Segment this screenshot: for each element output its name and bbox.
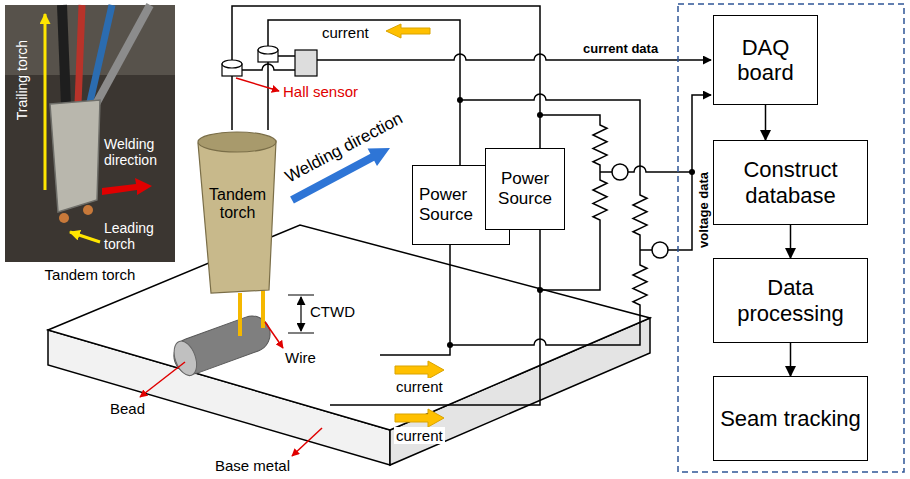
power-source-box: Power Source — [485, 148, 565, 230]
leader-line — [292, 428, 322, 456]
photo-background — [5, 5, 175, 75]
return-wire — [380, 245, 450, 355]
label-anchor: CTWD — [310, 303, 355, 320]
leader-line — [236, 78, 279, 91]
junction-dot — [537, 287, 543, 293]
current-label: current — [394, 427, 445, 444]
junction-dot — [457, 97, 463, 103]
photo-label: Trailing torch — [14, 40, 30, 120]
hall-sensor-symbol — [258, 46, 278, 54]
welding-wire — [238, 293, 242, 336]
node-label: Seam tracking — [720, 406, 861, 431]
part-label: Hall sensor — [283, 83, 358, 100]
process-box: Construct database — [713, 140, 868, 225]
signal-wire — [600, 171, 612, 173]
signal-label: current data — [583, 42, 658, 57]
label-anchor: Leading torch — [104, 220, 174, 252]
system-boundary — [678, 4, 904, 472]
sensor-module — [295, 50, 317, 76]
flow-arrow — [790, 343, 792, 376]
label-anchor: current data — [583, 41, 658, 57]
label-anchor: Welding direction — [282, 109, 406, 188]
photo-hose — [62, 5, 66, 105]
process-box: Seam tracking — [713, 376, 868, 461]
pointer-arrow — [70, 232, 100, 242]
photo-background — [5, 5, 175, 262]
label-anchor: Wire — [285, 349, 316, 366]
photo-label: Leading torch — [104, 220, 174, 252]
label-anchor: voltage data — [696, 172, 712, 248]
signal-wire — [242, 64, 295, 70]
return-wire — [330, 230, 540, 405]
junction-dot — [537, 112, 543, 118]
torch-top — [198, 132, 276, 152]
signal-wire — [278, 55, 295, 57]
isolation-symbol — [652, 242, 668, 258]
photo-hose — [96, 5, 150, 104]
current-arrow — [395, 409, 444, 427]
isolation-symbol — [612, 164, 628, 180]
node-label: Construct database — [720, 157, 861, 208]
leader-line — [265, 322, 283, 348]
photo-hose — [78, 5, 82, 104]
process-box: DAQ board — [713, 15, 818, 105]
node-label: DAQ board — [720, 35, 811, 86]
junction-dot — [689, 169, 695, 175]
signal-label: voltage data — [697, 172, 712, 248]
part-label: Base metal — [215, 457, 290, 474]
current-arrow — [386, 24, 430, 38]
node-label: Tandem torch — [199, 186, 276, 223]
hall-sensor-symbol — [222, 60, 242, 68]
photo-torch-tip — [59, 213, 69, 223]
torch-shape: Tandem torch — [195, 130, 280, 295]
dimension-label: CTWD — [310, 303, 355, 320]
node-label: Power Source — [492, 169, 558, 208]
photo-torch-body — [50, 100, 100, 212]
bead-shape — [169, 311, 275, 379]
dimension-line — [300, 297, 301, 331]
welding-wire — [261, 290, 265, 328]
current-arrow — [395, 361, 444, 379]
part-label: Wire — [285, 349, 316, 366]
label-anchor: current — [322, 24, 369, 41]
photo-torch-tip — [83, 205, 93, 215]
torch-body — [198, 141, 276, 293]
current-label: current — [322, 24, 369, 41]
label-anchor: Tandem torch — [5, 266, 175, 283]
direction-label: Welding direction — [282, 109, 406, 187]
label-anchor: Trailing torch — [14, 40, 30, 120]
signal-wire — [668, 95, 711, 250]
pointer-arrow — [44, 14, 47, 190]
photo-label: Welding direction — [104, 136, 174, 168]
leader-line — [140, 362, 185, 397]
part-label: Bead — [110, 400, 145, 417]
label-anchor: Bead — [110, 400, 145, 417]
direction-arrow — [102, 178, 152, 195]
bead-end — [170, 338, 201, 379]
signal-wire — [640, 249, 652, 251]
label-anchor: Welding direction — [104, 136, 174, 168]
signal-wire — [628, 166, 692, 172]
flow-arrow — [790, 225, 792, 258]
flow-arrow — [765, 105, 767, 140]
bead-body — [169, 311, 275, 379]
junction-dot — [447, 342, 453, 348]
label-anchor: current — [394, 378, 445, 395]
label-anchor: Hall sensor — [283, 83, 358, 100]
label-anchor: current — [394, 427, 445, 444]
current-label: current — [394, 378, 445, 395]
node-label: Data processing — [720, 275, 861, 326]
photo-caption: Tandem torch — [5, 266, 175, 283]
base-metal-face — [48, 225, 650, 430]
process-box: Data processing — [713, 258, 868, 343]
label-anchor: Base metal — [215, 457, 290, 474]
